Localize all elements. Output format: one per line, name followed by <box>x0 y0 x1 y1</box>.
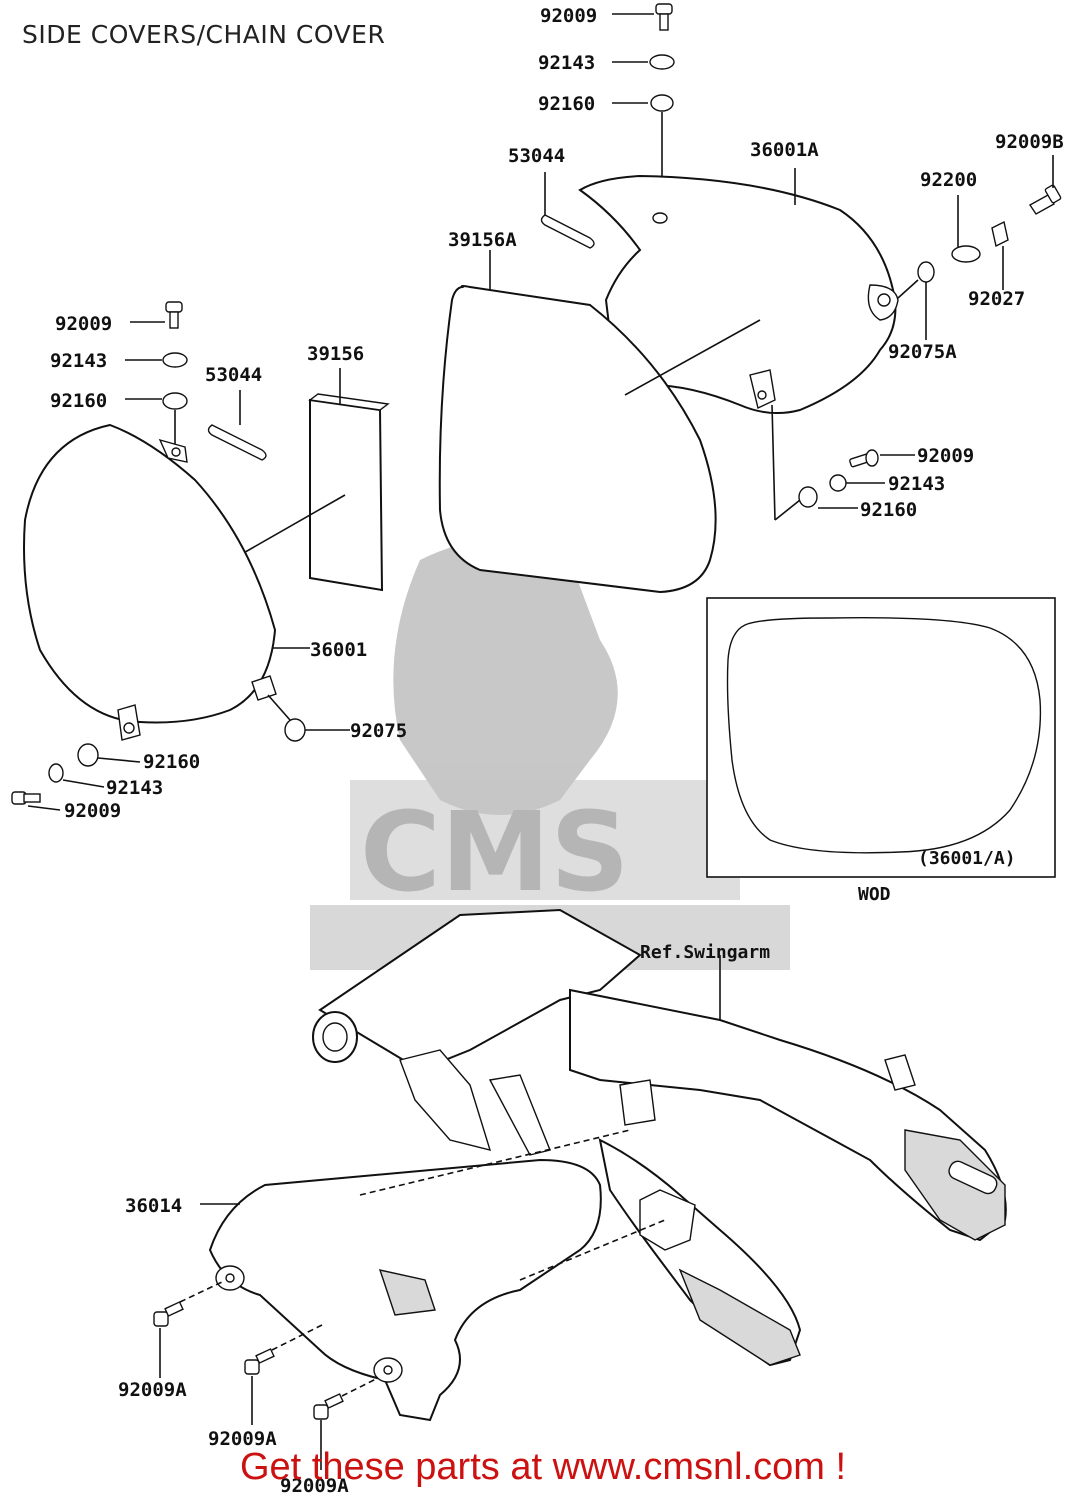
callout-left-lower-bolt: 92009 <box>64 800 121 822</box>
left-top-fastener-stack: 92009 92143 92160 <box>50 301 188 452</box>
chain-cover-bolts: 92009A 92009A 92009A <box>118 1281 379 1497</box>
callout-right-lower-washer: 92143 <box>888 473 945 495</box>
callout-left-grommet: 92160 <box>50 390 107 412</box>
right-lower-fasteners: 92009 92143 92160 <box>771 404 974 521</box>
callout-top-grommet: 92160 <box>538 93 595 115</box>
callout-right-damper: 92075A <box>888 341 957 363</box>
callout-right-washer-200: 92200 <box>920 169 977 191</box>
left-side-cover: 36001 <box>23 423 367 741</box>
callout-left-lower-washer: 92143 <box>106 777 163 799</box>
inset-caption: (36001/A) <box>918 848 1016 869</box>
callout-right-filter: 39156A <box>448 229 517 251</box>
callout-left-filter: 39156 <box>307 343 364 365</box>
callout-left-bolt: 92009 <box>55 313 112 335</box>
callout-left-lower-grommet: 92160 <box>143 751 200 773</box>
left-spacer: 53044 <box>205 364 267 461</box>
callout-right-collar: 92027 <box>968 288 1025 310</box>
inset-variant-box: (36001/A) WOD <box>706 597 1056 905</box>
callout-left-washer: 92143 <box>50 350 107 372</box>
inset-variant-label: WOD <box>858 884 891 905</box>
diagram-title: SIDE COVERS/CHAIN COVER <box>22 20 386 49</box>
callout-top-washer: 92143 <box>538 52 595 74</box>
right-fastener-group: 92009B 92200 92027 92075A <box>888 131 1064 363</box>
callout-right-spacer: 53044 <box>508 145 565 167</box>
swingarm: Ref.Swingarm <box>312 908 1007 1367</box>
callout-left-cover: 36001 <box>310 639 367 661</box>
left-filter: 39156 <box>239 343 390 592</box>
callout-right-bolt-b: 92009B <box>995 131 1064 153</box>
top-fastener-stack: 92009 92143 92160 <box>538 3 675 215</box>
footer-parts-link[interactable]: Get these parts at www.cmsnl.com ! <box>239 1446 847 1488</box>
callout-chain-cover: 36014 <box>125 1195 182 1217</box>
right-spacer: 53044 <box>508 145 595 249</box>
callout-right-lower-bolt: 92009 <box>917 445 974 467</box>
right-filter: 39156A <box>438 229 761 594</box>
watermark-text: CMS <box>360 788 629 916</box>
callout-left-damper: 92075 <box>350 720 407 742</box>
chain-cover: 36014 <box>125 1129 666 1422</box>
callout-chain-bolt-1: 92009A <box>118 1379 187 1401</box>
callout-top-bolt: 92009 <box>540 5 597 27</box>
callout-left-spacer: 53044 <box>205 364 262 386</box>
callout-chain-bolt-2: 92009A <box>208 1428 277 1450</box>
reference-swingarm: Ref.Swingarm <box>640 942 770 963</box>
callout-chain-bolt-3: 92009A <box>280 1475 349 1497</box>
right-side-cover: 36001A <box>578 139 899 415</box>
left-lower-fasteners: 92075 92160 92143 92009 <box>11 694 407 822</box>
callout-right-cover: 36001A <box>750 139 819 161</box>
callout-right-lower-grommet: 92160 <box>860 499 917 521</box>
